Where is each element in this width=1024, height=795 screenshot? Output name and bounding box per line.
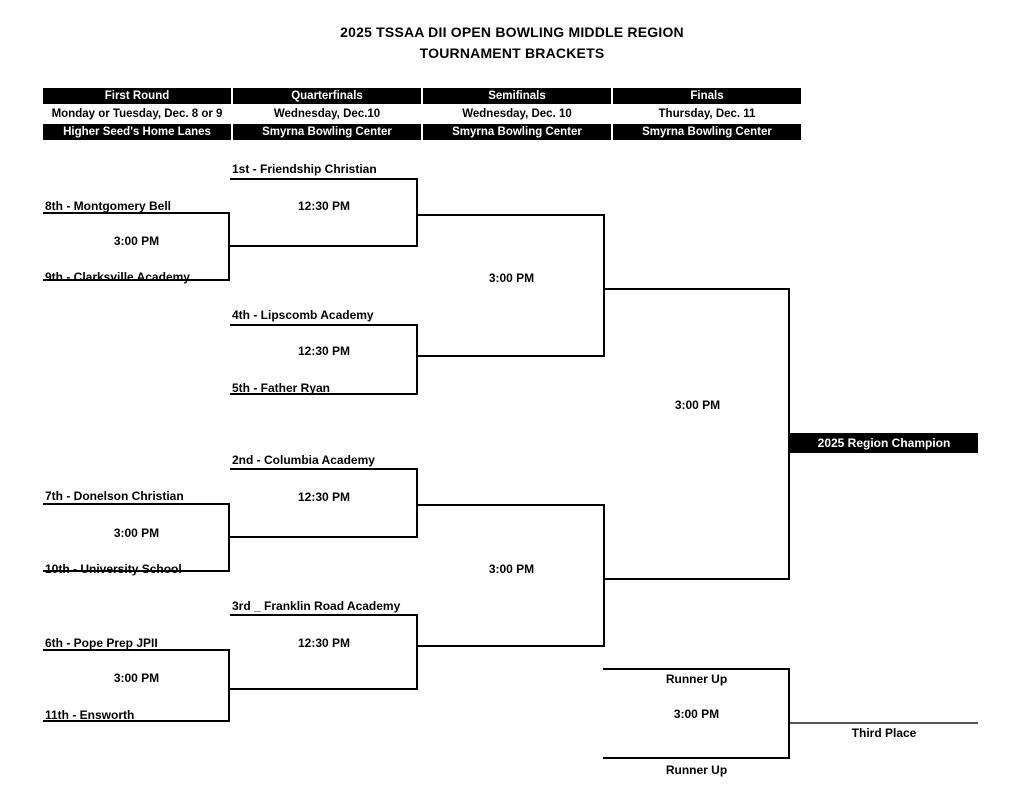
title-line-2: TOURNAMENT BRACKETS bbox=[419, 45, 605, 61]
first-round-1-top-seed: 8th - Montgomery Bell bbox=[45, 199, 172, 213]
semifinal-2-time: 3:00 PM bbox=[488, 562, 535, 576]
quarterfinal-2-seed-label: 4th - Lipscomb Academy bbox=[232, 308, 374, 322]
title-line-1: 2025 TSSAA DII OPEN BOWLING MIDDLE REGIO… bbox=[340, 24, 684, 40]
first-round-3-time: 3:00 PM bbox=[113, 671, 160, 685]
schedule-column-semifinals: Semifinals Wednesday, Dec. 10 Smyrna Bow… bbox=[423, 88, 611, 140]
quarterfinal-4-seed-label: 3rd _ Franklin Road Academy bbox=[232, 599, 401, 613]
first-round-2-bracket bbox=[43, 503, 230, 572]
first-round-3-bracket bbox=[43, 649, 230, 722]
quarterfinal-3-seed-label: 2nd - Columbia Academy bbox=[232, 453, 375, 467]
quarterfinal-2-time: 12:30 PM bbox=[297, 344, 351, 358]
semifinal-2-bracket bbox=[418, 504, 605, 647]
round-venue: Higher Seed's Home Lanes bbox=[43, 124, 231, 140]
consolation-top-label: Runner Up bbox=[665, 672, 728, 686]
quarterfinal-2-bracket bbox=[230, 324, 418, 395]
consolation-time: 3:00 PM bbox=[673, 707, 720, 721]
round-date: Wednesday, Dec.10 bbox=[233, 106, 421, 122]
schedule-column-quarterfinals: Quarterfinals Wednesday, Dec.10 Smyrna B… bbox=[233, 88, 421, 140]
quarterfinal-1-time: 12:30 PM bbox=[297, 199, 351, 213]
quarterfinal-3-bracket bbox=[230, 468, 418, 538]
page-title: 2025 TSSAA DII OPEN BOWLING MIDDLE REGIO… bbox=[0, 22, 1024, 64]
round-name: Quarterfinals bbox=[233, 88, 421, 104]
schedule-table: First Round Monday or Tuesday, Dec. 8 or… bbox=[43, 88, 801, 140]
finals-bracket bbox=[605, 288, 790, 580]
first-round-2-time: 3:00 PM bbox=[113, 526, 160, 540]
third-place-label: Third Place bbox=[851, 726, 917, 740]
semifinal-1-bracket bbox=[418, 214, 605, 357]
region-champion-box: 2025 Region Champion bbox=[790, 433, 978, 453]
quarterfinal-4-time: 12:30 PM bbox=[297, 636, 351, 650]
round-name: Semifinals bbox=[423, 88, 611, 104]
round-venue: Smyrna Bowling Center bbox=[613, 124, 801, 140]
consolation-bottom-label: Runner Up bbox=[665, 763, 728, 777]
first-round-3-top-seed: 6th - Pope Prep JPII bbox=[45, 636, 158, 650]
first-round-1-time: 3:00 PM bbox=[113, 234, 160, 248]
semifinal-1-time: 3:00 PM bbox=[488, 271, 535, 285]
round-date: Thursday, Dec. 11 bbox=[613, 106, 801, 122]
consolation-bracket bbox=[603, 668, 790, 759]
round-date: Wednesday, Dec. 10 bbox=[423, 106, 611, 122]
quarterfinal-3-time: 12:30 PM bbox=[297, 490, 351, 504]
round-name: Finals bbox=[613, 88, 801, 104]
round-venue: Smyrna Bowling Center bbox=[423, 124, 611, 140]
third-place-line bbox=[790, 722, 978, 724]
schedule-column-first-round: First Round Monday or Tuesday, Dec. 8 or… bbox=[43, 88, 231, 140]
round-name: First Round bbox=[43, 88, 231, 104]
first-round-3-bottom-seed: 11th - Ensworth bbox=[45, 708, 135, 722]
first-round-1-bracket bbox=[43, 212, 230, 281]
first-round-2-top-seed: 7th - Donelson Christian bbox=[45, 489, 184, 503]
round-venue: Smyrna Bowling Center bbox=[233, 124, 421, 140]
first-round-2-bottom-seed: 10th - University School bbox=[45, 562, 182, 576]
first-round-1-bottom-seed: 9th - Clarksville Academy bbox=[45, 270, 190, 284]
schedule-column-finals: Finals Thursday, Dec. 11 Smyrna Bowling … bbox=[613, 88, 801, 140]
quarterfinal-1-seed-label: 1st - Friendship Christian bbox=[232, 162, 377, 176]
finals-time: 3:00 PM bbox=[674, 398, 721, 412]
quarterfinal-1-bracket bbox=[230, 178, 418, 247]
quarterfinal-4-bracket bbox=[230, 614, 418, 690]
round-date: Monday or Tuesday, Dec. 8 or 9 bbox=[43, 106, 231, 122]
quarterfinal-2-lower-seed: 5th - Father Ryan bbox=[232, 381, 331, 395]
